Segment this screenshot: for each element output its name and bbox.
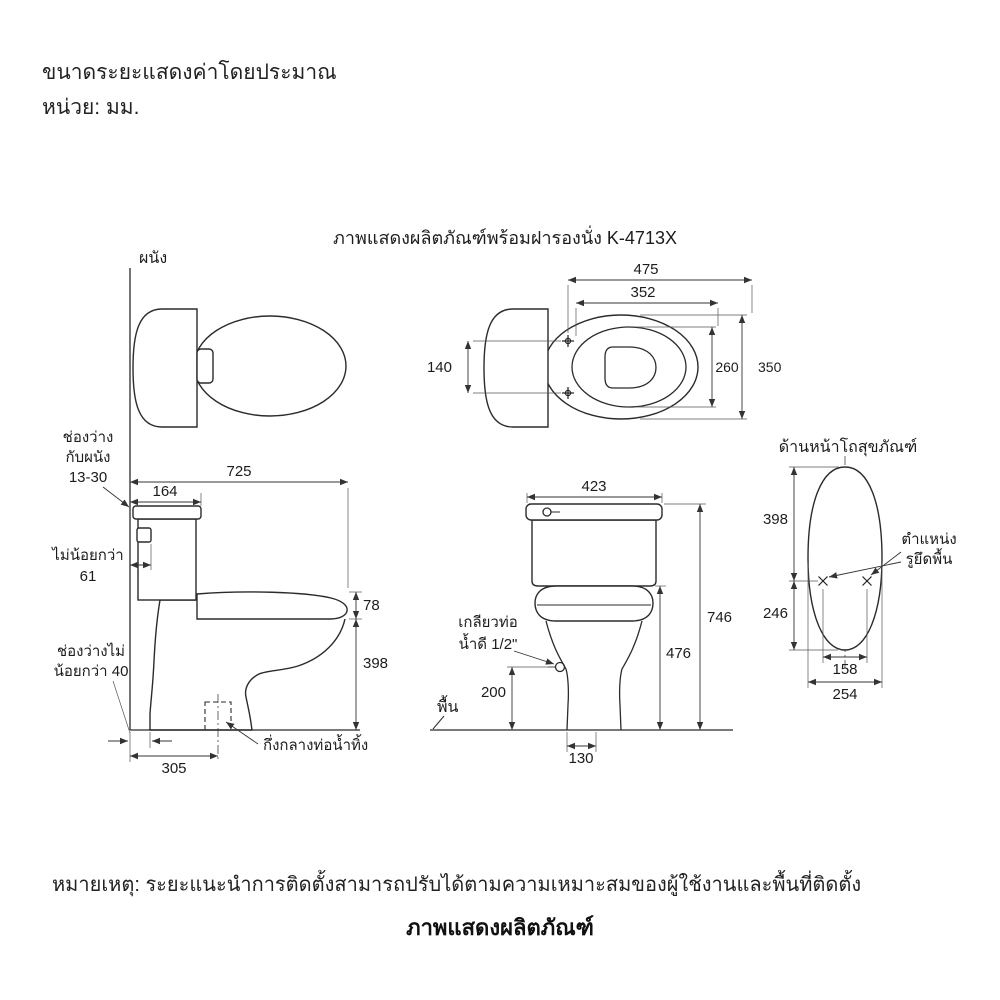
min61-line1: ไม่น้อยกว่า	[51, 546, 123, 564]
unit-text: หน่วย: มม.	[42, 95, 140, 119]
front-seat	[534, 585, 654, 622]
plan-view-dimensioned: 475 352 140 260	[427, 261, 782, 428]
label-supply: เกลียวท่อ น้ำดี 1/2"	[458, 614, 555, 665]
dim-254-value: 254	[832, 686, 857, 703]
dim-gap40: ช่องว่างไม่ น้อยกว่า 40	[54, 642, 172, 762]
label-drain-center: กึ่งกลางท่อน้ำทิ้ง	[225, 721, 368, 754]
footer-note: หมายเหตุ: ระยะแนะนำการติดตั้งสามารถปรับไ…	[52, 874, 862, 896]
dim-130-value: 130	[568, 750, 593, 767]
front-bowl-left	[545, 620, 570, 731]
dim-158: 158	[822, 589, 868, 678]
bowl-front-outline	[807, 466, 883, 651]
supply-line1: เกลียวท่อ	[458, 614, 518, 631]
dim-398-front: 398	[763, 466, 839, 582]
bowl-front-view: ด้านหน้าโถสุขภัณฑ์ ตำแหน่ง รูยึดพื้น	[763, 437, 957, 703]
dim-423: 423	[526, 478, 663, 503]
dim-476: 476	[655, 585, 691, 730]
dim-398-side: 398	[352, 619, 388, 730]
dim-350-value: 350	[758, 359, 782, 375]
gap-wall-line2: กับผนัง	[66, 449, 111, 466]
dim-725: 725	[130, 463, 349, 588]
plan2-seat-ring	[571, 326, 687, 408]
dim-246: 246	[763, 581, 838, 651]
dim-min61: ไม่น้อยกว่า 61	[51, 544, 152, 585]
dim-260: 260	[636, 326, 739, 408]
header-note: ขนาดระยะแสดงค่าโดยประมาณ หน่วย: มม.	[42, 56, 337, 125]
dim-398-front-value: 398	[763, 511, 788, 528]
mount-line2: รูยึดพื้น	[906, 548, 953, 568]
gap-wall-line1: ช่องว่าง	[63, 429, 114, 446]
dim-246-value: 246	[763, 605, 788, 622]
mount-line1: ตำแหน่ง	[901, 531, 956, 548]
approx-text: ขนาดระยะแสดงค่าโดยประมาณ	[42, 61, 337, 84]
dim-398-side-value: 398	[363, 655, 388, 672]
label-mount-holes: ตำแหน่ง รูยึดพื้น	[828, 531, 957, 579]
plan-lid-outline	[193, 315, 347, 417]
mount-hole-left	[818, 576, 828, 586]
side-tank-lid	[132, 505, 202, 520]
dim-140: 140	[427, 340, 561, 394]
side-bowl-pedestal	[149, 599, 346, 731]
supply-line2: น้ำดี 1/2"	[459, 633, 518, 653]
plan2-bowl-outline	[543, 314, 699, 420]
gap40-line1: ช่องว่างไม่	[57, 642, 125, 660]
plan2-tank-outline	[483, 308, 549, 428]
drain-center-text: กึ่งกลางท่อน้ำทิ้ง	[263, 734, 368, 754]
floor-text: พื้น	[437, 695, 459, 716]
dim-475-value: 475	[633, 261, 658, 278]
side-view: ช่องว่าง กับผนัง 13-30 725	[51, 429, 388, 777]
gap40-line2: น้อยกว่า 40	[54, 663, 129, 680]
dim-78: 78	[349, 591, 380, 620]
dim-305-value: 305	[161, 760, 186, 777]
dim-140-value: 140	[427, 359, 452, 376]
dim-352: 352	[575, 284, 719, 336]
dim-746-value: 746	[707, 609, 732, 626]
front-flush-lever	[542, 507, 560, 517]
dim-475: 475	[567, 261, 753, 333]
side-seat-cover	[196, 591, 348, 620]
plan-view-product	[132, 308, 347, 428]
dim-476-value: 476	[666, 645, 691, 662]
diagram-title: ภาพแสดงผลิตภัณฑ์พร้อมฝารองนั่ง K-4713X	[333, 225, 677, 248]
hinge-bolt-marker-bottom	[562, 387, 574, 399]
gap-wall-line3: 13-30	[69, 469, 107, 486]
dim-350: 350	[640, 314, 782, 420]
plan-tank-outline	[132, 308, 198, 428]
dim-78-value: 78	[363, 597, 380, 614]
dim-200-value: 200	[481, 684, 506, 701]
min61-line2: 61	[80, 568, 97, 585]
mount-hole-right	[862, 576, 872, 586]
dim-746: 746	[664, 503, 732, 730]
floor-label: พื้น	[432, 695, 459, 730]
label-gap-wall: ช่องว่าง กับผนัง 13-30	[63, 429, 130, 508]
dim-423-value: 423	[581, 478, 606, 495]
front-tank-lid	[525, 503, 663, 521]
dim-725-value: 725	[226, 463, 251, 480]
dim-164-value: 164	[152, 483, 177, 500]
dim-158-value: 158	[832, 661, 857, 678]
dim-164: 164	[130, 483, 202, 506]
front-tank-body	[531, 519, 657, 587]
front-view: พื้น 423 เกลียวท่อ น้ำดี 1/2" 200	[430, 478, 733, 767]
front-bowl-right	[618, 620, 643, 731]
dim-130: 130	[566, 732, 597, 767]
bowl-front-title: ด้านหน้าโถสุขภัณฑ์	[779, 437, 917, 457]
hinge-bolt-marker-top	[562, 335, 574, 347]
dim-254: 254	[807, 563, 883, 703]
plan-hinge	[196, 348, 214, 384]
wall-label: ผนัง	[139, 250, 167, 267]
dim-305: 305	[130, 752, 218, 777]
side-flush-lever	[136, 527, 152, 543]
dim-260-value: 260	[715, 359, 739, 375]
gap-wall-leader	[102, 486, 130, 508]
dim-200: 200	[481, 666, 554, 730]
plan2-opening	[604, 346, 657, 389]
footer-caption: ภาพแสดงผลิตภัณฑ์	[406, 915, 594, 940]
dim-352-value: 352	[630, 284, 655, 301]
